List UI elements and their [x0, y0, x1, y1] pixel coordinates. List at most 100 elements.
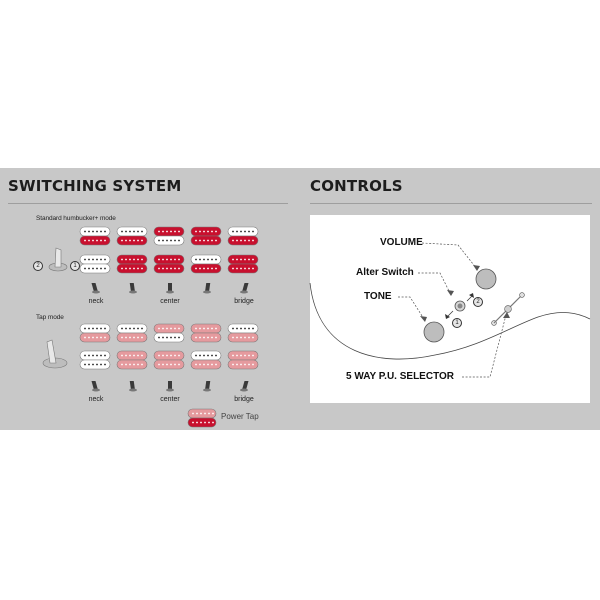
controls-divider — [310, 203, 592, 204]
pole-piece — [100, 230, 102, 233]
pole-piece — [137, 239, 139, 242]
standard-pickup-coil-r2-c2-bottom — [116, 263, 148, 274]
pole-piece — [207, 327, 209, 330]
pole-piece — [174, 239, 176, 242]
pole-piece — [125, 258, 127, 261]
standard-selector-lever-2 — [129, 283, 135, 292]
pole-piece — [129, 354, 131, 357]
pole-piece — [236, 363, 238, 366]
switching-divider — [8, 203, 288, 204]
pole-piece — [178, 267, 180, 270]
pole-piece — [174, 327, 176, 330]
standard-mode-pickups — [79, 226, 259, 274]
pole-piece — [236, 327, 238, 330]
pole-piece — [96, 363, 98, 366]
pole-piece — [88, 267, 90, 270]
pole-piece — [137, 230, 139, 233]
pole-piece — [199, 267, 201, 270]
standard-pickup-coil-r1-c2-bottom — [116, 235, 148, 246]
pole-piece — [203, 354, 205, 357]
pole-piece — [199, 354, 201, 357]
pole-piece — [211, 363, 213, 366]
pole-piece — [207, 239, 209, 242]
pole-piece — [133, 239, 135, 242]
pole-piece — [88, 327, 90, 330]
pole-piece — [199, 230, 201, 233]
pole-piece — [100, 363, 102, 366]
pole-piece — [129, 336, 131, 339]
pole-piece — [178, 239, 180, 242]
tap-pickup-coil-r2-c1-bottom — [79, 359, 111, 370]
pole-piece — [174, 267, 176, 270]
pole-piece — [141, 230, 143, 233]
pole-piece — [248, 239, 250, 242]
pole-piece — [121, 363, 123, 366]
standard-selector-lever-base-1 — [92, 290, 100, 294]
pole-piece — [96, 327, 98, 330]
pole-piece — [215, 239, 217, 242]
pole-piece — [121, 354, 123, 357]
pole-piece — [195, 363, 197, 366]
pole-piece — [174, 230, 176, 233]
pole-piece — [96, 267, 98, 270]
tap-pickup-coil-r2-c5-bottom — [227, 359, 259, 370]
power-tap-legend-label: Power Tap — [221, 412, 259, 421]
pole-piece — [125, 230, 127, 233]
position-label-bridge: bridge — [234, 298, 254, 305]
pole-piece — [207, 363, 209, 366]
pole-piece — [170, 239, 172, 242]
pole-piece — [240, 230, 242, 233]
pole-piece — [162, 267, 164, 270]
pole-piece — [104, 327, 106, 330]
pole-piece — [92, 354, 94, 357]
pole-piece — [252, 327, 254, 330]
pole-piece — [141, 258, 143, 261]
standard-pickup-coil-r1-c4-bottom — [190, 235, 222, 246]
pole-piece — [92, 258, 94, 261]
pole-piece — [244, 363, 246, 366]
pole-piece — [92, 336, 94, 339]
tap-selector-lever-1 — [91, 381, 98, 390]
tap-pickup-coil-r1-c1-bottom — [79, 332, 111, 343]
tap-position-levers — [91, 381, 249, 392]
pole-piece — [203, 327, 205, 330]
pole-piece — [199, 258, 201, 261]
standard-pickup-coil-r1-c3-bottom — [153, 235, 185, 246]
tap-selector-lever-5 — [242, 381, 249, 390]
pole-piece — [141, 336, 143, 339]
pole-piece — [121, 239, 123, 242]
pole-piece — [158, 230, 160, 233]
standard-pickup-coil-r2-c5-bottom — [227, 263, 259, 274]
standard-selector-lever-base-5 — [240, 290, 248, 294]
pole-piece — [125, 239, 127, 242]
tap-selector-lever-base-2 — [129, 388, 137, 392]
tap-mode-label: Tap mode — [36, 314, 64, 321]
pole-piece — [133, 327, 135, 330]
pole-piece — [178, 336, 180, 339]
position-label-neck: neck — [88, 298, 104, 305]
pole-piece — [137, 336, 139, 339]
tap-pickup-coil-r2-c3-bottom — [153, 359, 185, 370]
pole-piece — [174, 363, 176, 366]
tap-selector-lever-3 — [168, 381, 172, 390]
pole-piece — [252, 258, 254, 261]
pole-piece — [252, 239, 254, 242]
pole-piece — [211, 258, 213, 261]
pole-piece — [166, 327, 168, 330]
tap-pickup-coil-r1-c3-bottom — [153, 332, 185, 343]
pole-piece — [252, 354, 254, 357]
pole-piece — [162, 336, 164, 339]
pole-piece — [244, 354, 246, 357]
pole-piece — [88, 230, 90, 233]
pole-piece — [158, 354, 160, 357]
pole-piece — [121, 267, 123, 270]
position-label-center: center — [160, 298, 180, 305]
pole-piece — [215, 363, 217, 366]
pole-piece — [158, 258, 160, 261]
volume-leader — [421, 242, 478, 270]
pole-piece — [215, 327, 217, 330]
pole-piece — [125, 267, 127, 270]
pole-piece — [170, 267, 172, 270]
pole-piece — [100, 239, 102, 242]
tap-selector-lever-2 — [129, 381, 135, 390]
